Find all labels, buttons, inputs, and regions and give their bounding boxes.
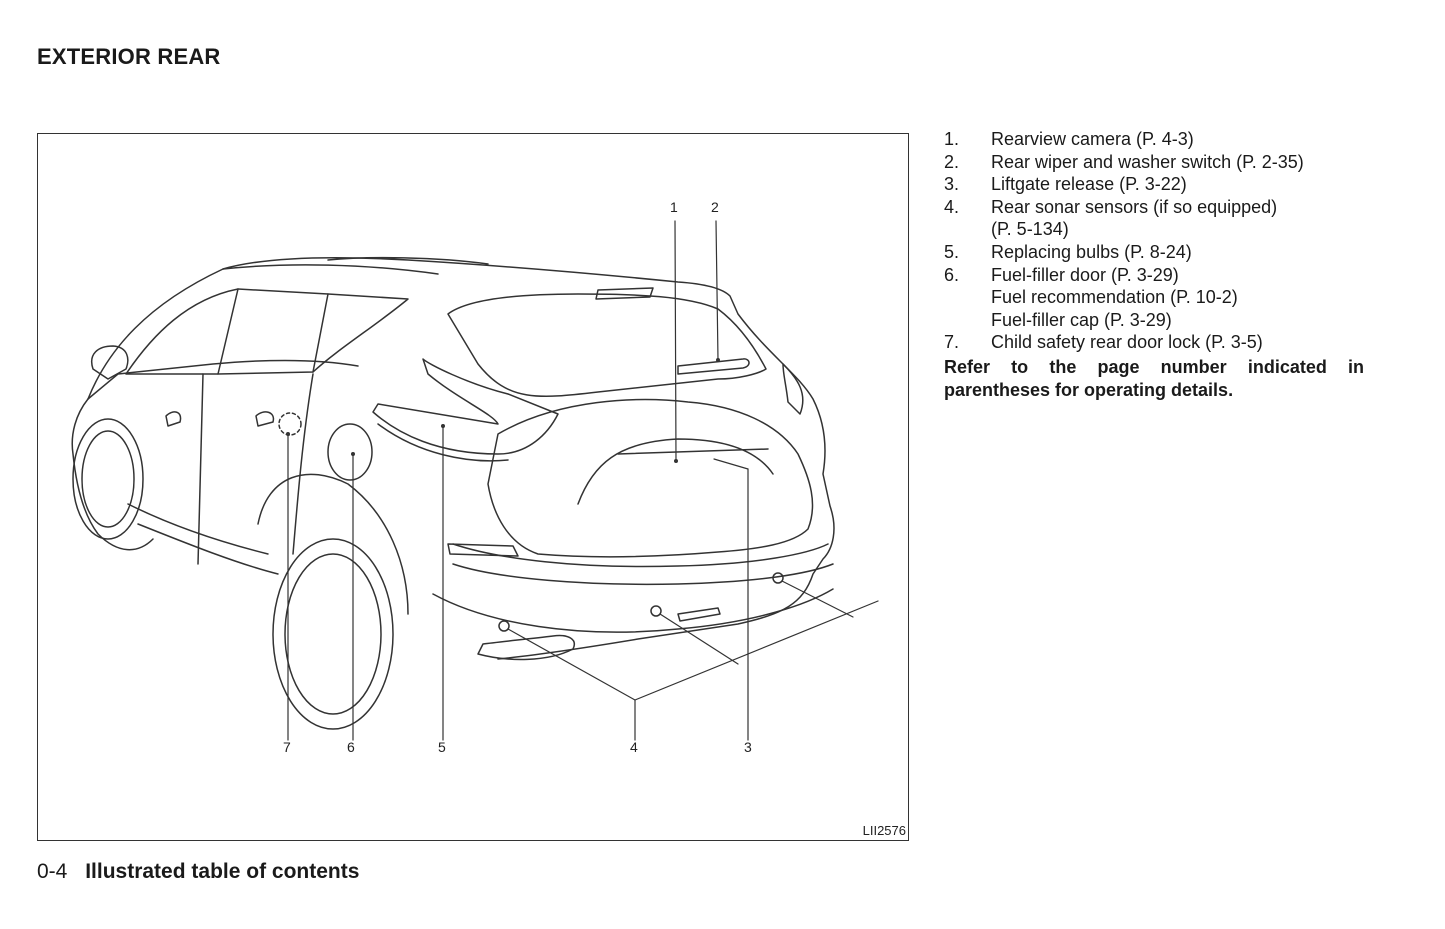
item-number: 6. xyxy=(944,264,960,285)
item-text: (P. 5-134) xyxy=(991,219,1069,240)
legend: 1. Rearview camera (P. 4-3) 2. Rear wipe… xyxy=(944,128,1364,402)
list-item: 6. Fuel-filler door (P. 3-29) Fuel recom… xyxy=(944,264,1364,332)
page-number: 0-4 xyxy=(37,860,68,883)
legend-list: 1. Rearview camera (P. 4-3) 2. Rear wipe… xyxy=(944,128,1364,354)
list-item: 1. Rearview camera (P. 4-3) xyxy=(944,128,1364,151)
figure-code: LII2576 xyxy=(862,823,906,838)
list-item: 4. Rear sonar sensors (if so equipped) (… xyxy=(944,196,1364,241)
item-number: 7. xyxy=(944,332,960,353)
callout-1: 1 xyxy=(670,199,678,215)
section-title: Illustrated table of contents xyxy=(85,860,360,883)
list-item: 5. Replacing bulbs (P. 8-24) xyxy=(944,241,1364,264)
item-text: Child safety rear door lock (P. 3-5) xyxy=(991,332,1263,353)
item-text: Rear wiper and washer switch (P. 2-35) xyxy=(991,151,1304,172)
callout-2: 2 xyxy=(711,199,719,215)
callout-3: 3 xyxy=(744,739,752,755)
item-text: Rearview camera (P. 4-3) xyxy=(991,129,1194,149)
callout-5: 5 xyxy=(438,739,446,755)
item-text: Replacing bulbs (P. 8-24) xyxy=(991,241,1192,262)
callout-6: 6 xyxy=(347,739,355,755)
item-text: Rear sonar sensors (if so equipped) xyxy=(991,196,1278,217)
item-number: 2. xyxy=(944,151,960,172)
page-footer: 0-4 Illustrated table of contents xyxy=(37,860,359,884)
item-text: Fuel recommendation (P. 10-2) xyxy=(991,287,1238,308)
page-title: EXTERIOR REAR xyxy=(37,44,221,69)
item-text: Fuel-filler cap (P. 3-29) xyxy=(991,309,1172,330)
item-number: 5. xyxy=(944,241,960,262)
item-number: 1. xyxy=(944,129,960,149)
list-item: 3. Liftgate release (P. 3-22) xyxy=(944,173,1364,196)
vehicle-rear-illustration: 1 2 3 4 5 6 7 LII2576 xyxy=(37,133,909,841)
callout-4: 4 xyxy=(630,739,638,755)
list-item: 7. Child safety rear door lock (P. 3-5) xyxy=(944,331,1364,354)
legend-note: Refer to the page number indicated in pa… xyxy=(944,356,1364,400)
item-number: 4. xyxy=(944,196,960,217)
vehicle-line-drawing: 1 2 3 4 5 6 7 xyxy=(71,199,879,755)
callout-7: 7 xyxy=(283,739,291,755)
list-item: 2. Rear wiper and washer switch (P. 2-35… xyxy=(944,151,1364,174)
item-number: 3. xyxy=(944,174,960,195)
item-text: Fuel-filler door (P. 3-29) xyxy=(991,264,1179,285)
item-text: Liftgate release (P. 3-22) xyxy=(991,174,1187,195)
